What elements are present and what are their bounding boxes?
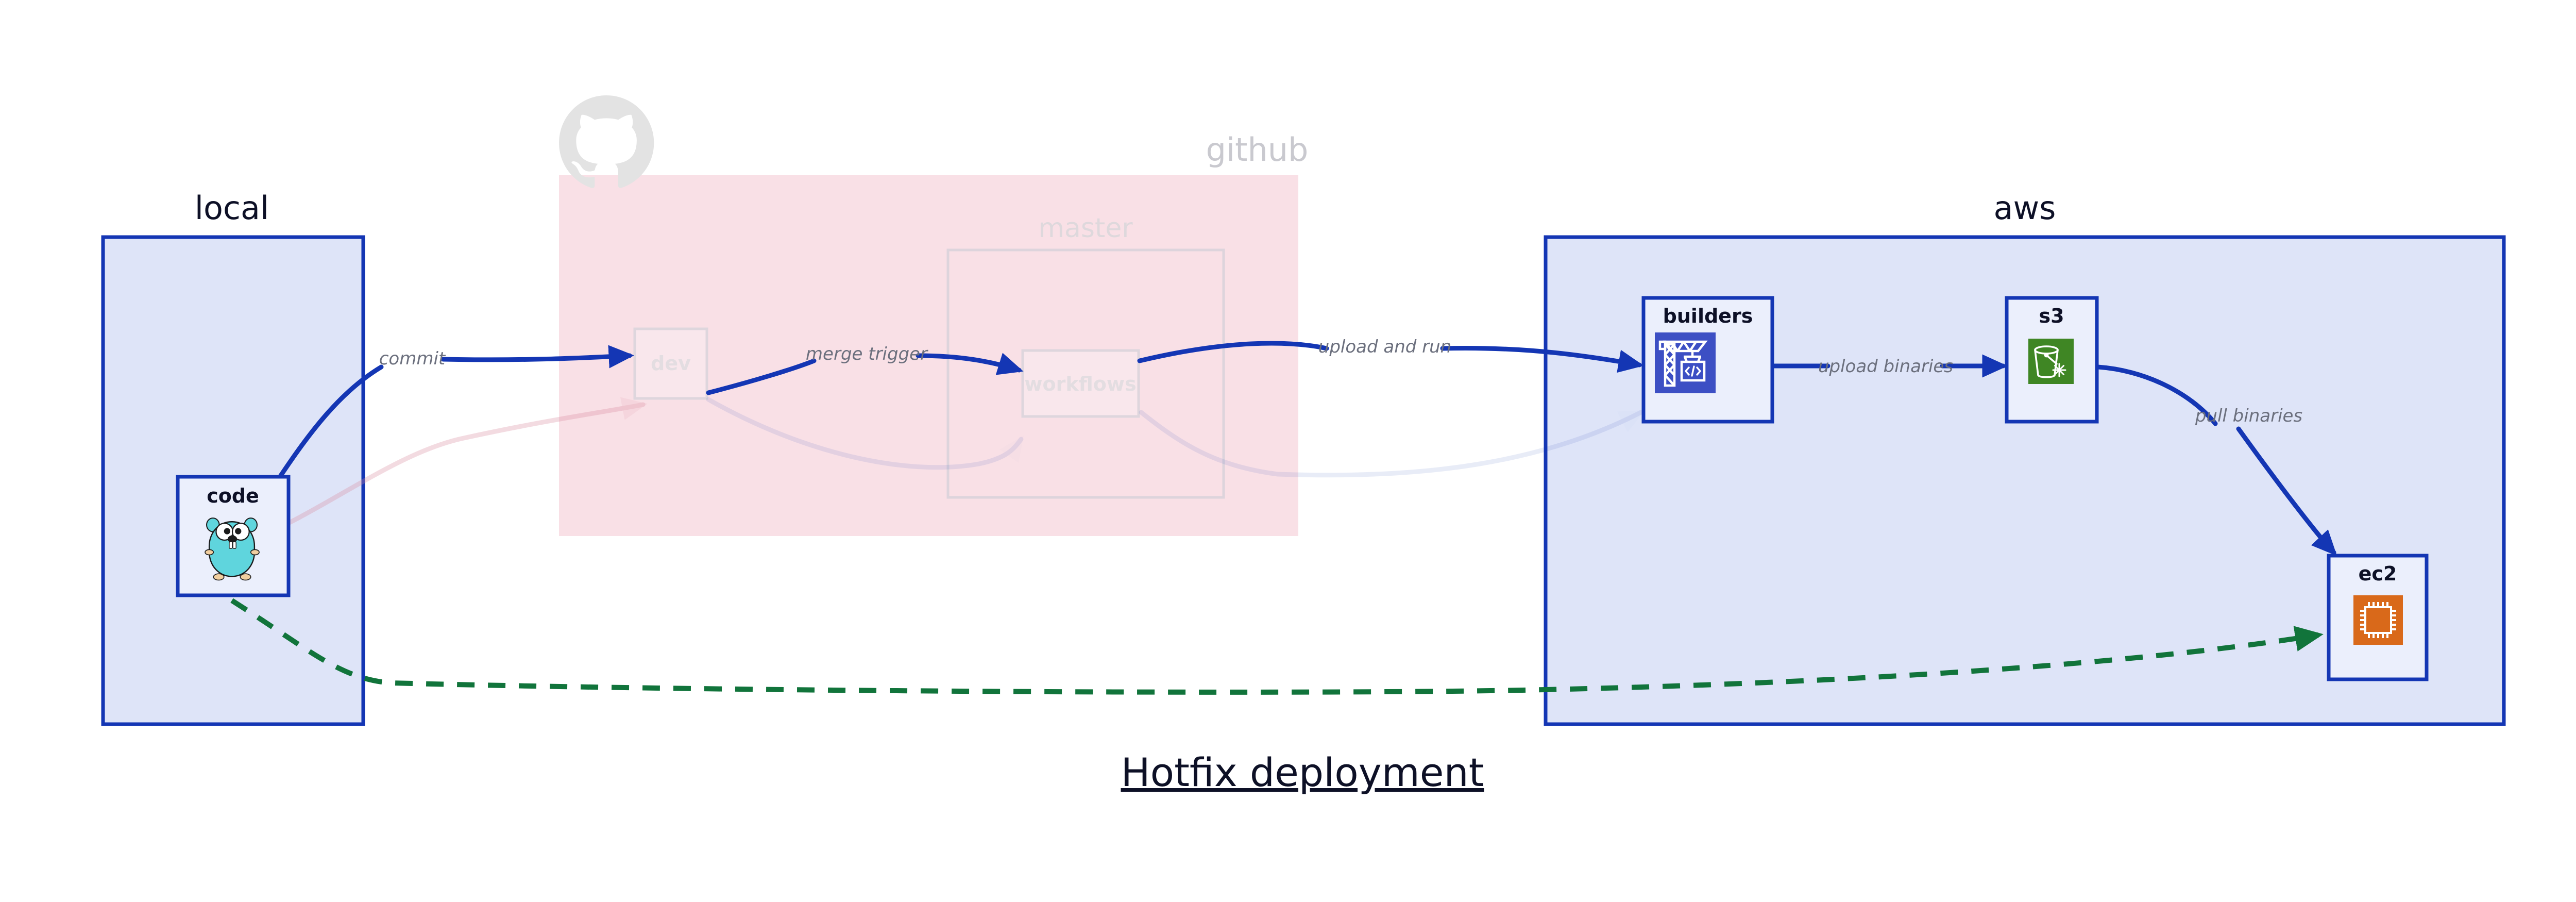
node-workflows[interactable]: workflows	[1021, 349, 1140, 418]
edge-hotfix-code-to-ec2	[230, 598, 2324, 695]
edge-upload-and-run-left	[1137, 341, 1329, 363]
github-octocat-icon	[559, 95, 654, 188]
edge-label-pull-binaries: pull binaries	[2195, 406, 2302, 426]
edge-commit-left	[276, 364, 384, 482]
edge-merge-trigger-right	[916, 353, 1024, 375]
master-subgroup-label: master	[1038, 213, 1133, 244]
master-subgroup-box	[946, 248, 1225, 499]
edge-label-merge-trigger: merge trigger	[806, 344, 928, 364]
aws-ec2-chip-icon	[2353, 595, 2403, 645]
node-ec2[interactable]: ec2	[2327, 554, 2429, 681]
aws-group-label: aws	[1993, 189, 2056, 227]
s3-node-label: s3	[2039, 305, 2064, 327]
edge-workflows-to-builders-faded	[1139, 410, 1646, 478]
edge-label-upload-and-run: upload and run	[1318, 337, 1451, 357]
github-group-label: github	[1206, 131, 1309, 169]
edge-label-upload-binaries: upload binaries	[1818, 356, 1953, 377]
edge-merge-trigger-left	[706, 358, 817, 395]
faded-edges-layer	[240, 397, 1646, 546]
ec2-node-label: ec2	[2359, 562, 2397, 585]
dev-node-label: dev	[651, 352, 691, 375]
node-code[interactable]: code	[176, 475, 291, 597]
edge-code-to-dev-faded	[240, 397, 648, 546]
edge-pull-binaries-left	[2095, 364, 2218, 426]
builders-node-label: builders	[1663, 305, 1753, 327]
aws-s3-bucket-snowflake-icon	[2028, 339, 2074, 384]
group-local: local	[101, 189, 365, 726]
local-group-label: local	[195, 189, 269, 227]
edge-label-commit: commit	[379, 348, 446, 369]
workflows-node-label: workflows	[1024, 373, 1136, 395]
node-s3[interactable]: s3	[2005, 296, 2099, 424]
main-edges-layer: commit merge trigger upload and run uplo…	[276, 337, 2337, 556]
go-gopher-icon	[205, 517, 260, 581]
workflows-node-box[interactable]	[1021, 349, 1140, 418]
node-builders[interactable]: builders	[1641, 296, 1774, 424]
code-node-label: code	[207, 485, 259, 507]
group-github: github master dev workflows	[559, 95, 1308, 536]
edge-upload-and-run-right	[1440, 345, 1644, 373]
edge-commit-right	[440, 345, 634, 369]
subgroup-master: master	[946, 213, 1225, 499]
page-title: Hotfix deployment	[1121, 749, 1484, 795]
edge-pull-binaries-right	[2236, 426, 2337, 556]
aws-codebuild-crane-icon	[1655, 332, 1716, 393]
node-dev[interactable]: dev	[633, 327, 708, 400]
edge-dev-to-workflows-faded	[706, 397, 1024, 470]
dev-node-box[interactable]	[633, 327, 708, 400]
